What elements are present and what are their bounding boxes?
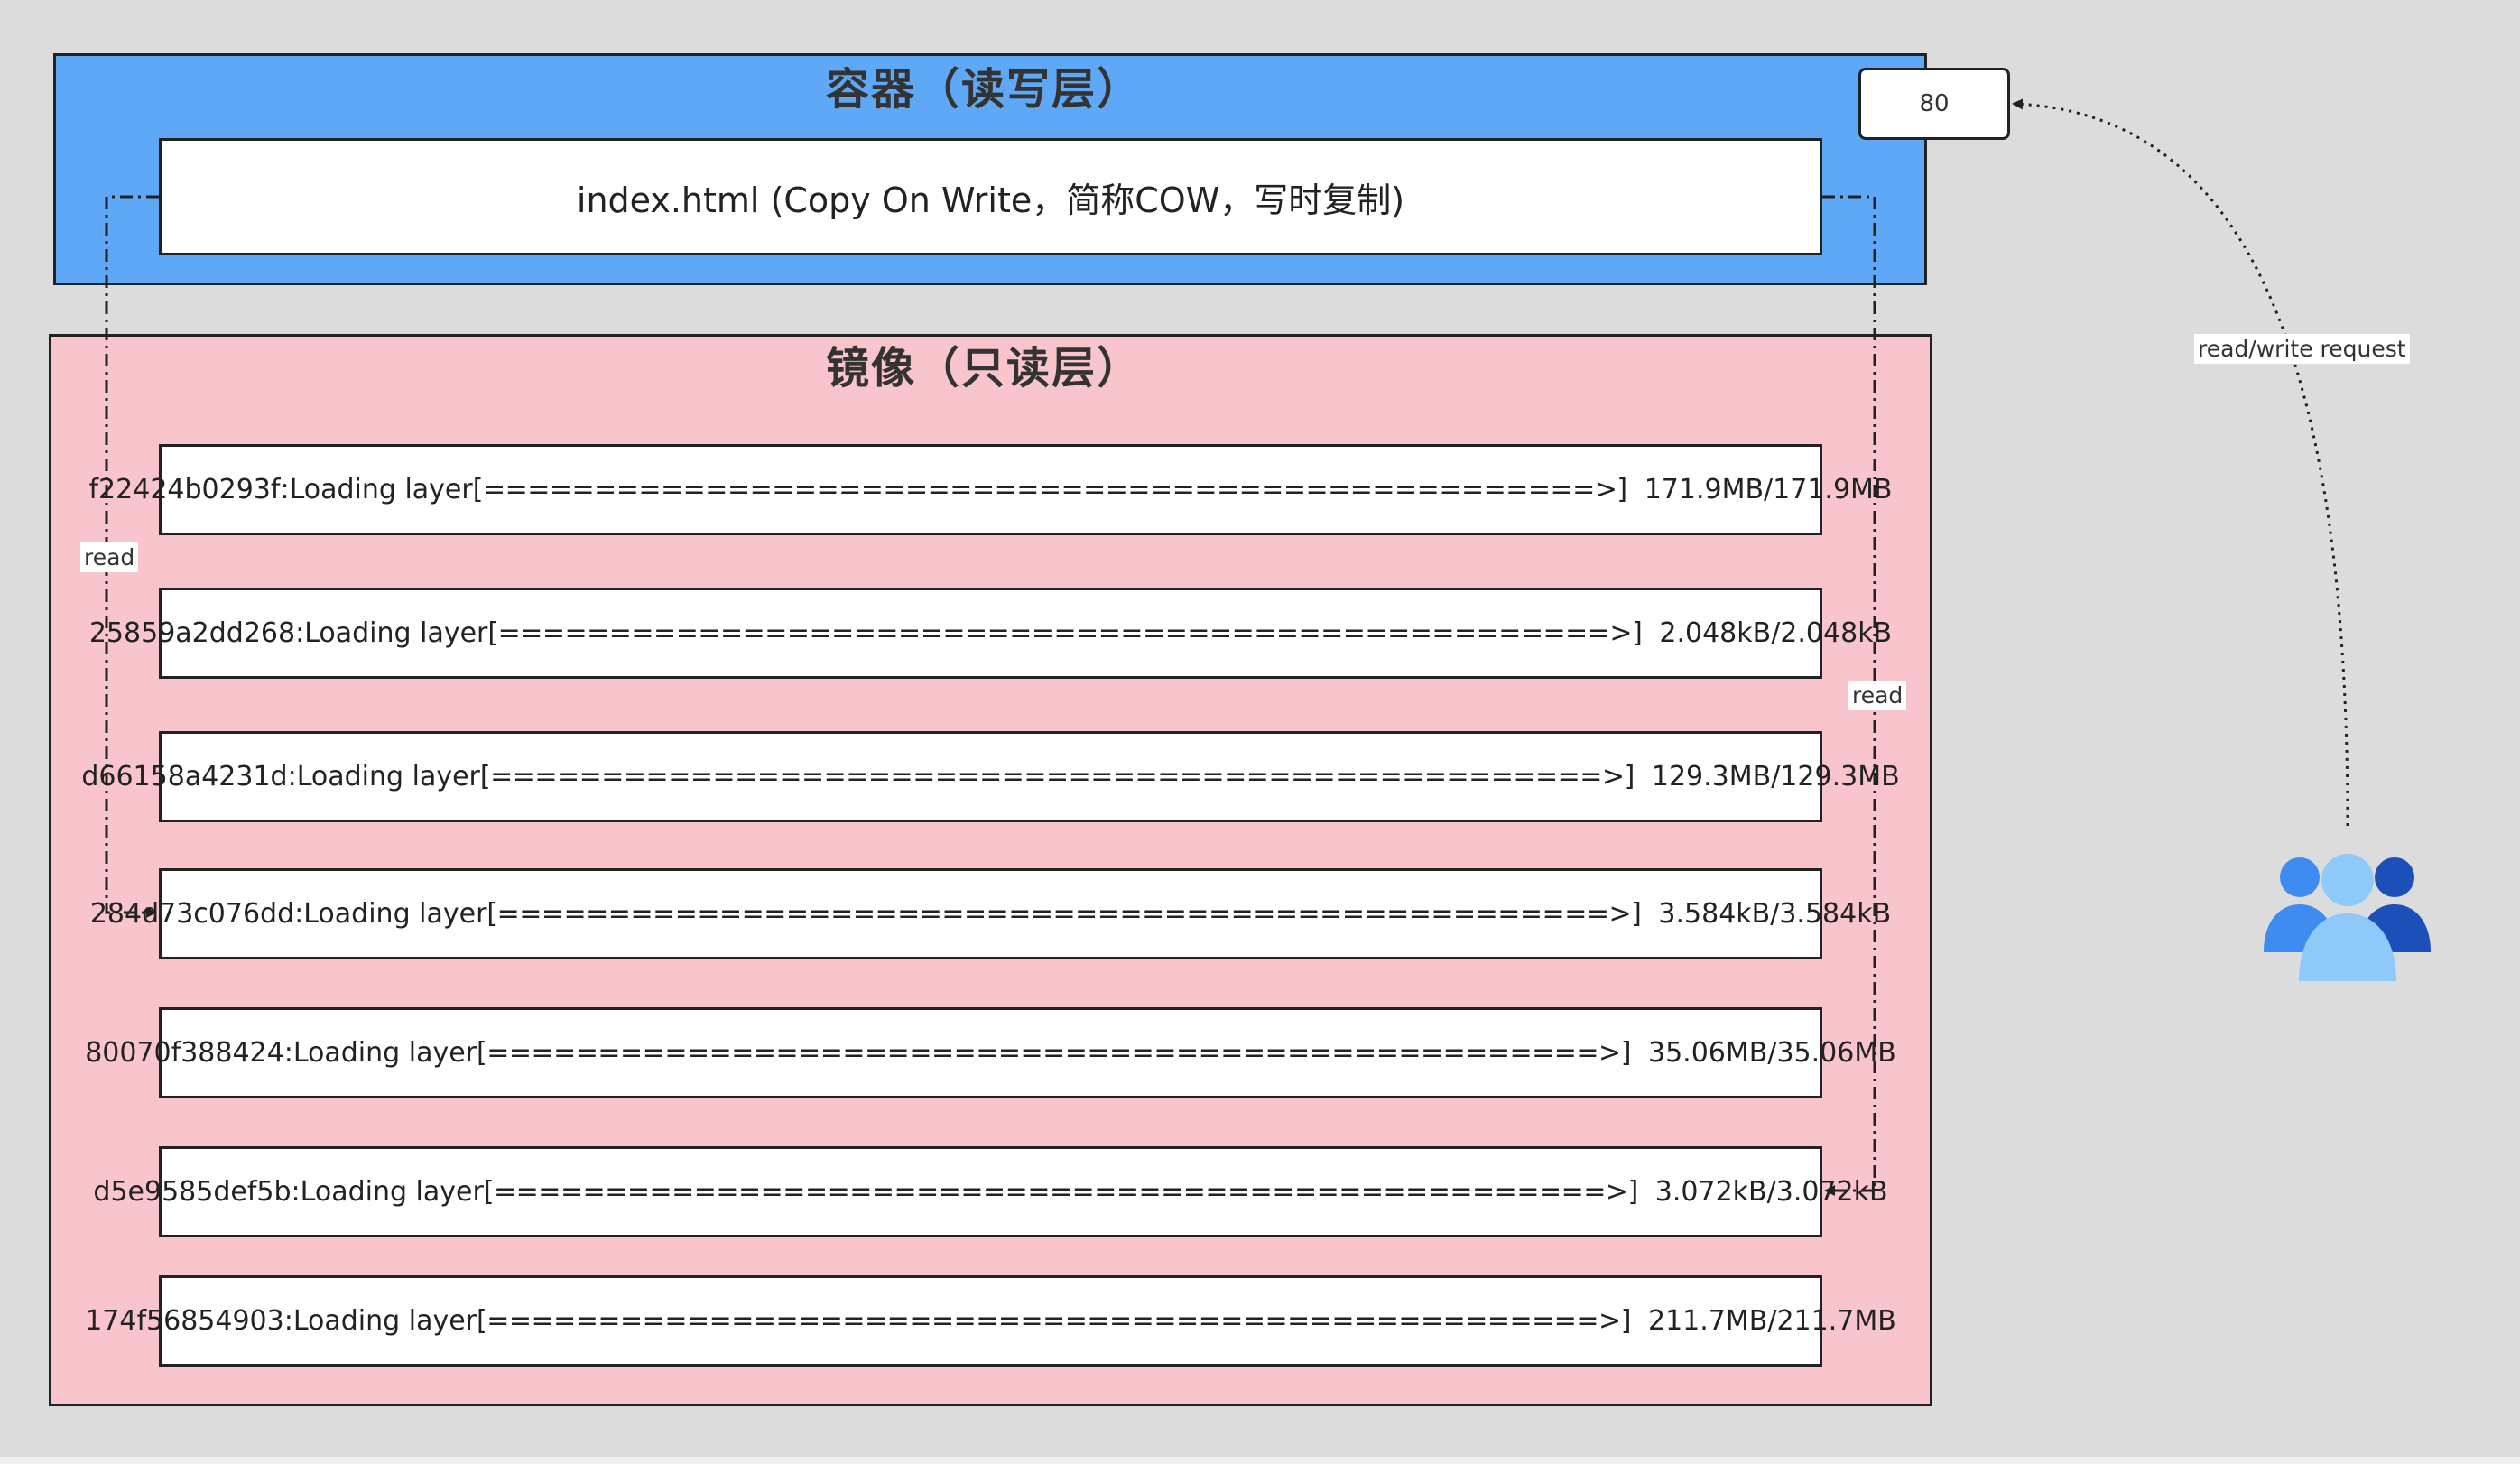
layer-spacer bbox=[1641, 898, 1658, 930]
layer-separator: : bbox=[295, 617, 305, 649]
layer-spacer bbox=[1631, 1037, 1648, 1069]
layer-progress-bar: [=======================================… bbox=[486, 898, 1642, 930]
layer-separator: : bbox=[291, 1176, 301, 1208]
layer-status: Loading layer bbox=[292, 1037, 477, 1069]
layer-size: 211.7MB/211.7MB bbox=[1647, 1305, 1896, 1337]
layer-separator: : bbox=[280, 474, 290, 505]
layer-status: Loading layer bbox=[303, 898, 487, 930]
layer-size: 3.072kB/3.072kB bbox=[1654, 1176, 1888, 1208]
layer-id: f22424b0293f bbox=[88, 474, 281, 505]
layer-row[interactable]: 284d73c076dd: Loading layer [===========… bbox=[90, 868, 1891, 959]
layer-spacer bbox=[1638, 1176, 1655, 1208]
user-right-figure bbox=[2358, 857, 2431, 952]
layer-id: 80070f388424 bbox=[85, 1037, 284, 1069]
request-edge bbox=[2012, 98, 2349, 827]
layer-progress-bar: [=======================================… bbox=[483, 1176, 1638, 1208]
layer-separator: : bbox=[283, 1037, 293, 1069]
layer-progress-bar: [=======================================… bbox=[477, 1305, 1631, 1337]
layer-spacer bbox=[1642, 617, 1659, 649]
layer-id: 174f56854903 bbox=[85, 1305, 284, 1337]
layer-progress-bar: [=======================================… bbox=[479, 761, 1635, 792]
layer-size: 3.584kB/3.584kB bbox=[1658, 898, 1892, 930]
port-box[interactable]: 80 bbox=[1858, 68, 2010, 140]
left-read-label: read bbox=[80, 542, 139, 572]
layer-status: Loading layer bbox=[304, 617, 488, 649]
layer-size: 2.048kB/2.048kB bbox=[1659, 617, 1893, 649]
layer-size: 35.06MB/35.06MB bbox=[1647, 1037, 1896, 1069]
image-title: 镜像（只读层） bbox=[825, 343, 1142, 394]
layer-progress-bar: [=======================================… bbox=[487, 617, 1643, 649]
request-label: read/write request bbox=[2194, 334, 2410, 364]
layer-separator: : bbox=[283, 1305, 293, 1337]
container-title: 容器（读写层） bbox=[825, 64, 1142, 115]
layer-progress-bar: [=======================================… bbox=[472, 474, 1627, 505]
layer-size: 171.9MB/171.9MB bbox=[1644, 474, 1893, 505]
layer-separator: : bbox=[287, 761, 297, 792]
layer-status: Loading layer bbox=[292, 1305, 477, 1337]
layer-row[interactable]: 80070f388424: Loading layer [===========… bbox=[85, 1007, 1896, 1098]
layer-progress-bar: [=======================================… bbox=[477, 1037, 1631, 1069]
layer-status: Loading layer bbox=[296, 761, 480, 792]
layer-row[interactable]: f22424b0293f: Loading layer [===========… bbox=[89, 444, 1893, 535]
right-read-label: read bbox=[1848, 681, 1907, 710]
layer-row[interactable]: d66158a4231d: Loading layer [===========… bbox=[81, 731, 1900, 822]
layer-status: Loading layer bbox=[300, 1176, 484, 1208]
layer-row[interactable]: 25859a2dd268: Loading layer [===========… bbox=[89, 588, 1892, 679]
layer-separator: : bbox=[294, 898, 304, 930]
layer-row[interactable]: d5e9585def5b: Loading layer [===========… bbox=[93, 1146, 1888, 1237]
canvas-bottom-strip bbox=[0, 1457, 2520, 1464]
user-center-figure bbox=[2299, 854, 2396, 981]
layer-size: 129.3MB/129.3MB bbox=[1651, 761, 1900, 792]
layer-spacer bbox=[1631, 1305, 1648, 1337]
index-html-box[interactable]: index.html (Copy On Write，简称COW，写时复制) bbox=[159, 138, 1822, 255]
layer-id: d66158a4231d bbox=[81, 761, 288, 792]
layer-id: 25859a2dd268 bbox=[88, 617, 296, 649]
layer-spacer bbox=[1627, 474, 1644, 505]
layer-spacer bbox=[1635, 761, 1652, 792]
layer-id: d5e9585def5b bbox=[93, 1176, 292, 1208]
layer-status: Loading layer bbox=[289, 474, 473, 505]
layer-id: 284d73c076dd bbox=[89, 898, 295, 930]
layer-row[interactable]: 174f56854903: Loading layer [===========… bbox=[85, 1275, 1896, 1367]
user-left-figure bbox=[2264, 857, 2336, 952]
